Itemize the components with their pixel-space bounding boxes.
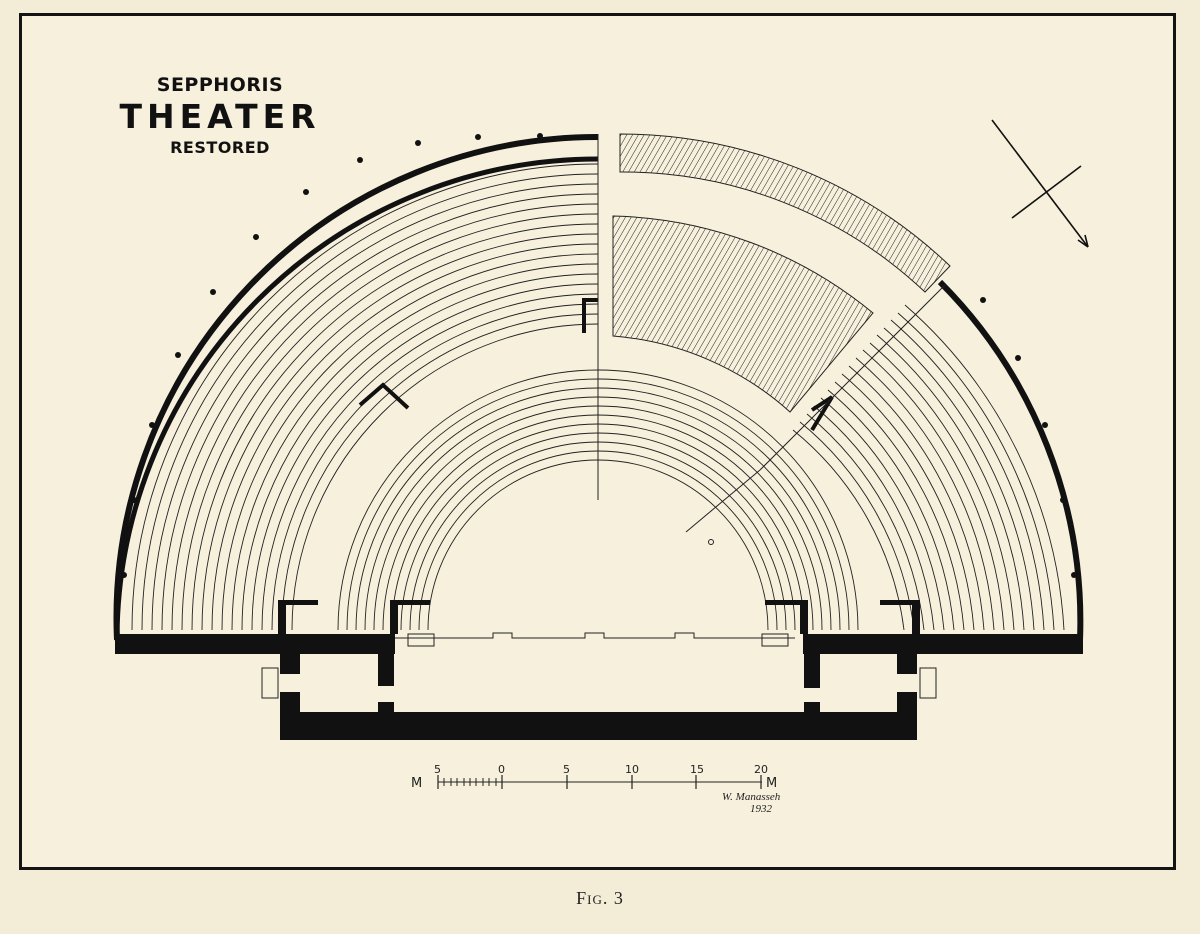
signature-year: 1932 [750, 803, 773, 815]
title-line-sepphoris: SEPPHORIS [156, 74, 284, 96]
scale-tick-label: 5 [434, 763, 441, 776]
ima-cavea-rows [337, 369, 859, 631]
buttresses [121, 133, 1077, 578]
plan-title: SEPPHORIS THEATER RESTORED [100, 74, 340, 157]
scale-tick-label: 0 [498, 763, 505, 776]
scale-unit-right: M [766, 776, 777, 791]
north-arrow-icon [991, 119, 1089, 248]
scale-tick-label: 20 [754, 763, 768, 776]
signature: W. Manasseh 1932 [722, 791, 781, 815]
summa-cavea-rows [131, 163, 599, 631]
stage-building [115, 600, 1083, 740]
stage-front-line [261, 632, 937, 699]
seating-rows [131, 163, 1065, 631]
outer-wall [113, 133, 1084, 641]
scale-bar: M M 5 0 5 10 15 20 [411, 763, 777, 791]
diazoma-walls [358, 298, 834, 432]
scale-tick-label: 5 [563, 763, 570, 776]
scale-tick-label: 10 [625, 763, 639, 776]
scale-tick-label: 15 [690, 763, 704, 776]
axis-lines [597, 134, 946, 533]
title-line-restored: RESTORED [170, 138, 270, 157]
right-summa-rows [792, 304, 1065, 631]
hatched-sectors [612, 133, 951, 413]
signature-name: W. Manasseh [722, 791, 781, 803]
scale-unit-left: M [411, 776, 422, 791]
title-line-theater: THEATER [119, 97, 321, 136]
figure-caption: Fig. 3 [576, 888, 624, 908]
orchestra-center-mark [708, 539, 714, 545]
